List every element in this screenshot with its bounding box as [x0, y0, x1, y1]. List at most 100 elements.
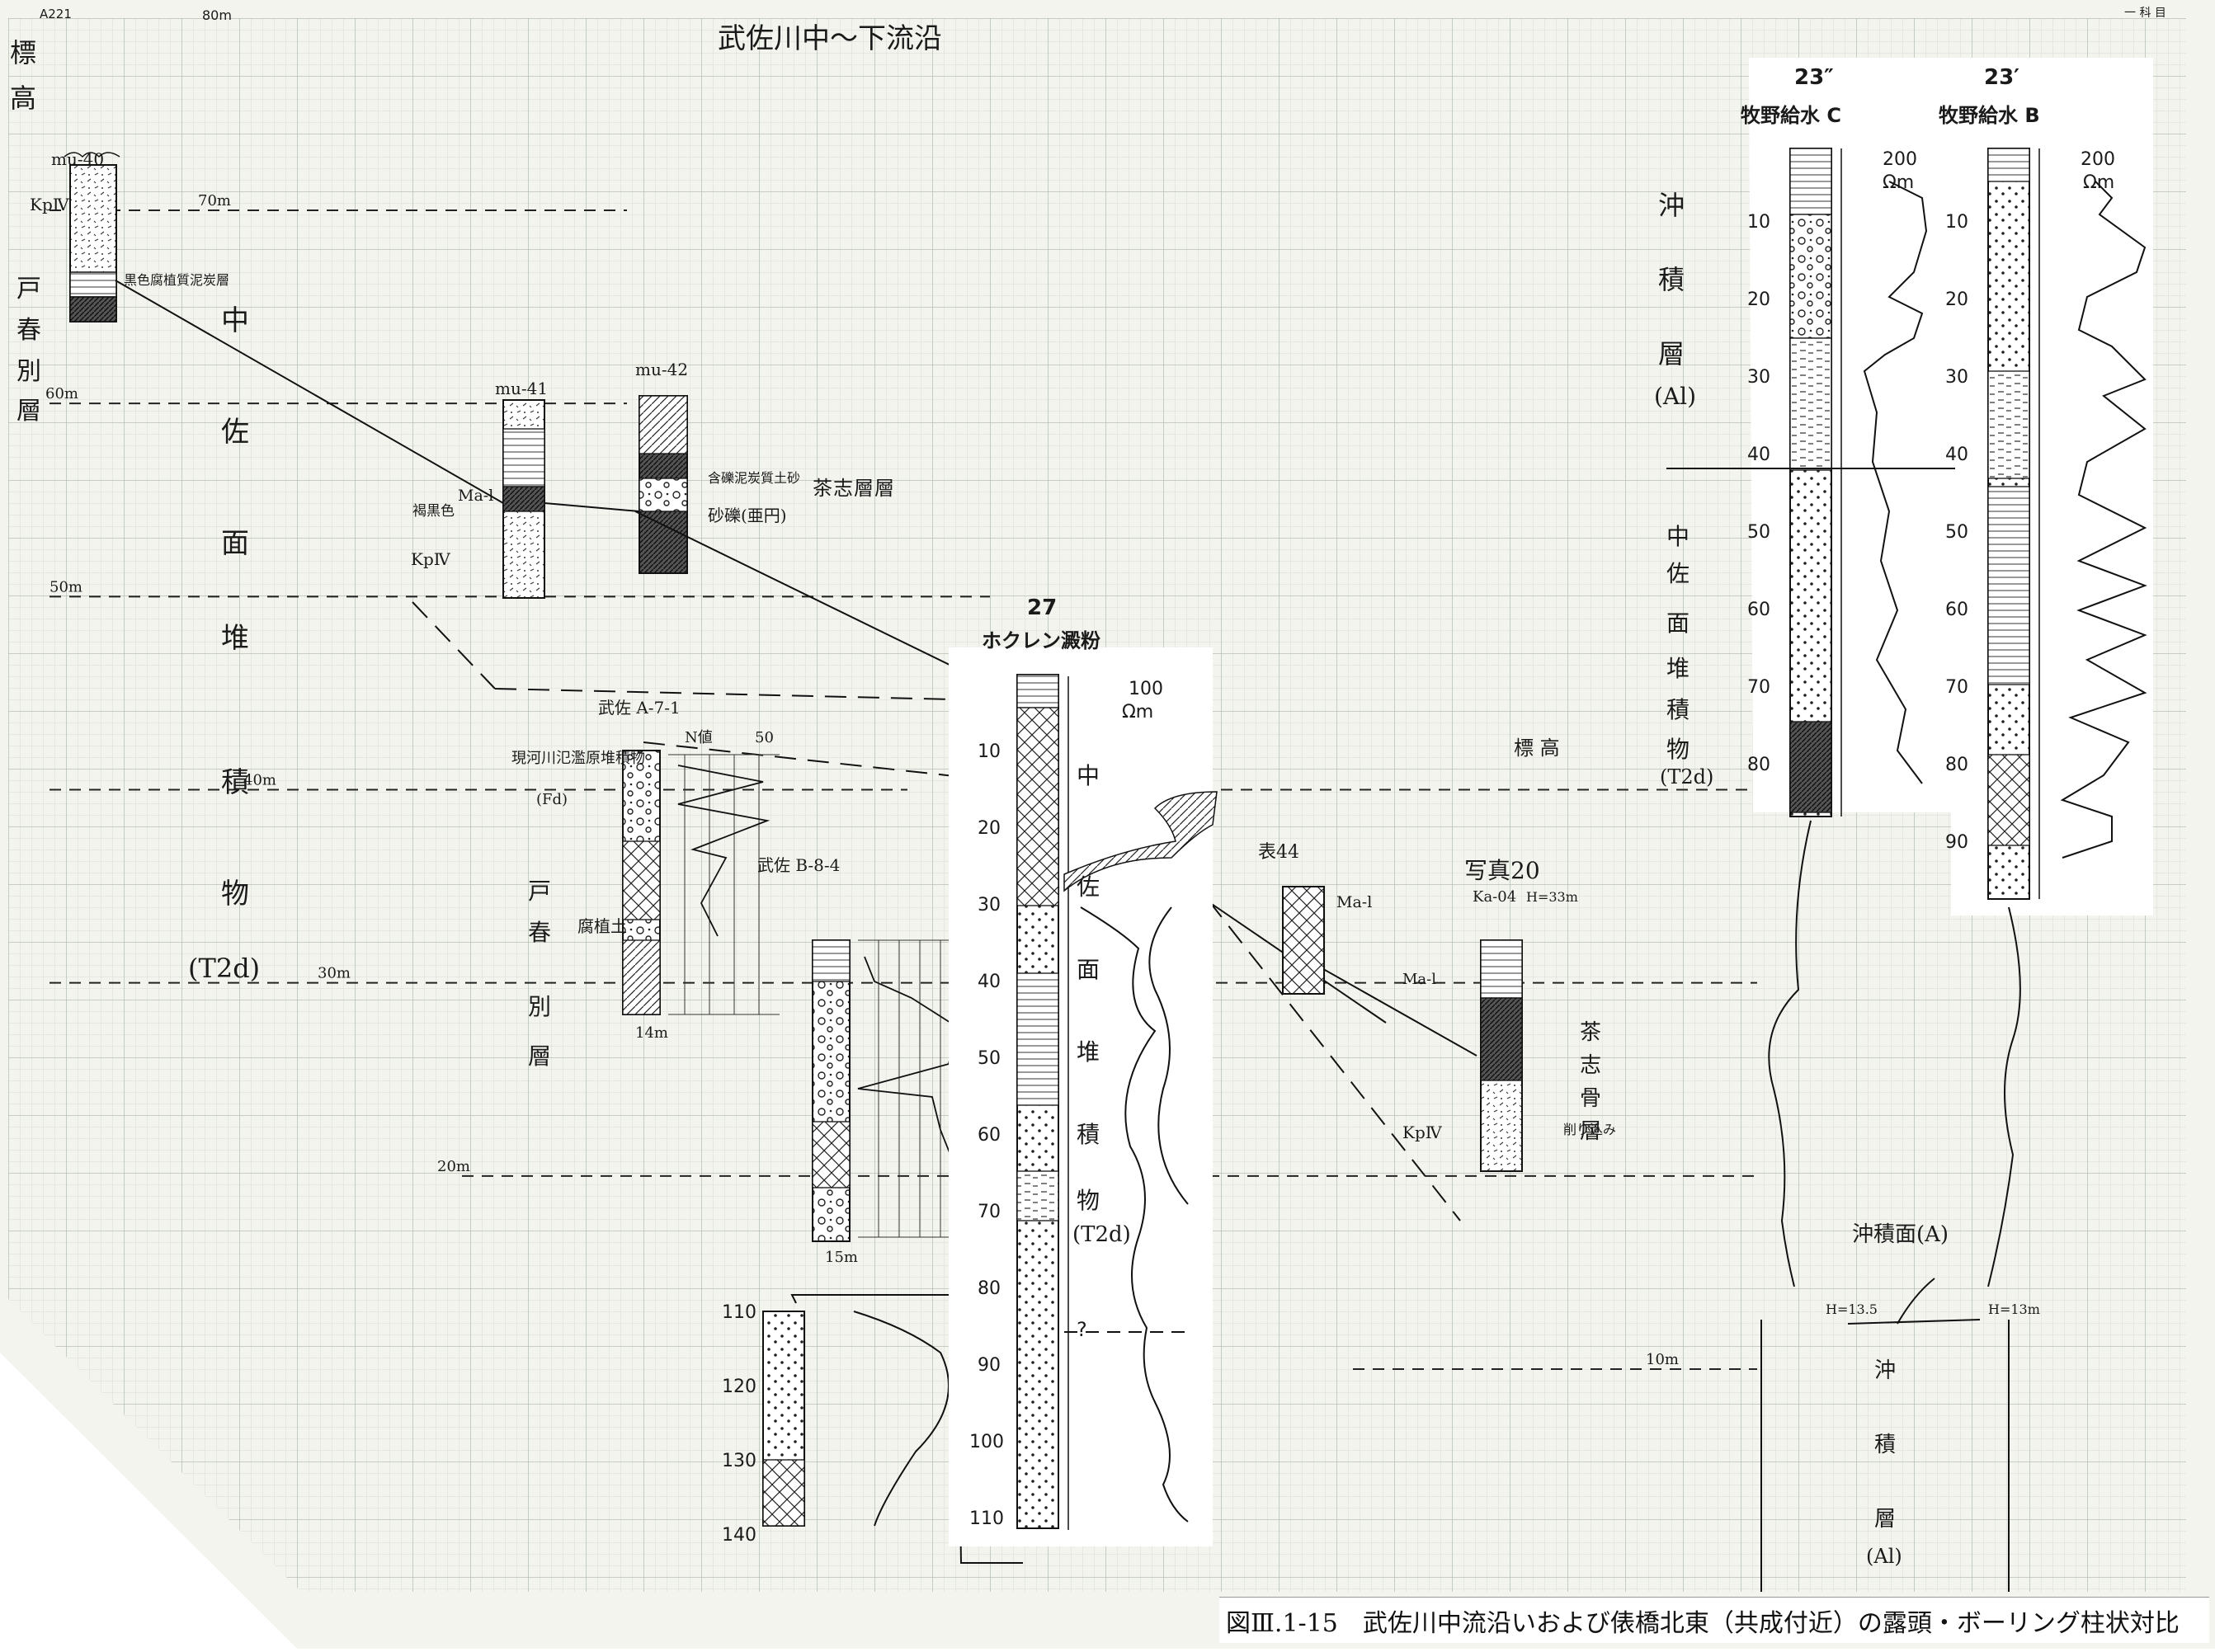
nakasa-right-char-5: 積 — [1666, 696, 1690, 723]
chuseki-char-3: 層 — [1658, 338, 1685, 369]
makino-c-number: 23″ — [1794, 65, 1834, 90]
nakasa-right-code: (T2d) — [1660, 765, 1713, 788]
inset-depth-130: 130 — [722, 1451, 756, 1471]
chuseki-upper-label: 沖 積 層 (Al) — [1654, 190, 1696, 410]
nakasa-right-char-2: 佐 — [1666, 560, 1690, 587]
alluvium-surface-pointer — [1897, 1278, 1935, 1325]
nakasa-right-label: 中 佐 面 堆 積 物 (T2d) — [1660, 523, 1713, 788]
hokuren-question: ? — [1077, 1318, 1087, 1341]
hokuren-number: 27 — [1027, 595, 1057, 620]
photo20-strata-dark — [1480, 997, 1523, 1081]
mu41-note: 褐黒色 — [412, 503, 455, 520]
makino-b-depth-60: 60 — [1945, 600, 1968, 620]
makino-c-depth-10: 10 — [1747, 212, 1770, 233]
toshunbetsu-upper: 戸 春 別 層 — [16, 275, 41, 426]
elevation-label-40: 40m — [243, 772, 276, 789]
b84-strata-top — [812, 939, 851, 982]
chuseki-char-2: 積 — [1658, 264, 1685, 295]
mu42-note2: 砂礫(亜円) — [708, 506, 787, 525]
a71-name: 武佐 A-7-1 — [598, 698, 681, 718]
hokuren-depth-10: 10 — [978, 741, 1001, 762]
elevation-label-10: 10m — [1646, 1351, 1679, 1368]
mu41-mal: Ma-l — [458, 487, 493, 505]
mu42-strata-top — [639, 395, 688, 454]
nakasa-right-char-3: 面 — [1666, 609, 1690, 637]
torn-corner — [0, 1353, 297, 1649]
a71-strata-hatch — [622, 939, 661, 1015]
photo20-name: 写真20 — [1464, 857, 1540, 884]
nakasa-mid-label: 中 佐 面 堆 積 物 (T2d) — [1072, 762, 1131, 1247]
column-inset: 110 120 130 140 — [722, 1294, 1023, 1564]
makino-c-strata-dash — [1789, 337, 1832, 471]
mu42-name: mu-42 — [635, 360, 688, 379]
makino-b-strata-dash — [1987, 370, 2030, 479]
corr-line-1 — [115, 280, 504, 504]
elevation-label-60: 60m — [45, 385, 78, 402]
nakasa-left-char-2: 佐 — [221, 416, 249, 449]
makino-c-paper — [1749, 58, 1959, 812]
photo20-id: Ka-04 — [1473, 888, 1516, 906]
mu40-strata-layered — [69, 271, 117, 298]
hokuren-depth-50: 50 — [978, 1048, 1001, 1069]
bottom-alluvium-walls — [1760, 1320, 2010, 1592]
photo20-mal: Ma-l — [1402, 971, 1436, 988]
chazu-right-char-1: 茶 — [1580, 1020, 1601, 1045]
a71-nvalue-grid — [668, 754, 780, 1015]
makino-b-depth-20: 20 — [1945, 289, 1968, 310]
makino-c-strata-dark — [1789, 721, 1832, 813]
hokuren-depth-90: 90 — [978, 1355, 1001, 1376]
hokuren-resistivity-2 — [1148, 906, 1189, 1205]
mu41-name: mu-41 — [495, 379, 548, 398]
column-a71: 武佐 A-7-1 N値 50 現河川氾濫原堆積物 (Fd) 腐植土 14m — [511, 698, 780, 1042]
makino-b-depth-70: 70 — [1945, 677, 1968, 698]
elevation-label-char-2: 高 — [10, 82, 36, 114]
inset-depth-120: 120 — [722, 1377, 756, 1397]
mu40-note: 黒色腐植質泥炭層 — [124, 272, 229, 288]
makino-b-depth-ticks: 10 20 30 40 50 60 70 80 90 — [1945, 212, 1968, 853]
hokuren-depth-70: 70 — [978, 1202, 1001, 1222]
chazu-char-3: 層 — [854, 477, 874, 500]
hokuren-depth-100: 100 — [969, 1432, 1004, 1452]
toshunbetsu-upper-char-1: 戸 — [16, 275, 41, 304]
makino-b-strata-layered — [1987, 486, 2030, 685]
column-b84: 武佐 B-8-4 50 15m — [757, 855, 965, 1266]
chuseki-bottom-char-1: 沖 — [1874, 1358, 1896, 1383]
makino-b-h: H=13m — [1988, 1301, 2040, 1317]
descender-c — [1768, 820, 1812, 1287]
makino-c-h: H=13.5 — [1826, 1301, 1878, 1317]
mu40-kp-label: KpⅣ — [30, 195, 70, 214]
nakasa-mid-char-3: 面 — [1077, 956, 1100, 983]
hokuren-depth-40: 40 — [978, 972, 1001, 992]
chazu-char-2: 志 — [833, 477, 853, 500]
hokuren-strata-cross — [1016, 707, 1059, 906]
inset-resistivity — [853, 1311, 950, 1527]
mu40-soil-top — [64, 152, 120, 158]
column-h44: 表44 Ma-l — [1258, 842, 1372, 995]
hokuren-depth-30: 30 — [978, 895, 1001, 915]
inset-depth-140: 140 — [722, 1525, 756, 1546]
makino-c-depth-60: 60 — [1747, 600, 1770, 620]
corr-dashed-1 — [412, 601, 1024, 702]
makino-b-depth-30: 30 — [1945, 367, 1968, 388]
column-makino-b: 23′ 牧野給水 B 200 Ωm 10 20 30 40 50 60 70 8… — [1939, 58, 2153, 915]
chazu-char-4: 層 — [874, 477, 894, 500]
chuseki-bottom-char-3: 層 — [1874, 1507, 1896, 1532]
makino-c-depth-40: 40 — [1747, 445, 1770, 465]
h44-strata — [1282, 886, 1325, 995]
makino-b-depth-80: 80 — [1945, 755, 1968, 775]
makino-c-name: 牧野給水 C — [1741, 104, 1841, 127]
hokuren-resistivity — [1080, 906, 1189, 1523]
a71-n50: 50 — [755, 729, 774, 746]
makino-c-res-max: 200 — [1883, 149, 1917, 170]
photo20-h: H=33m — [1526, 889, 1578, 905]
makino-c-strata-gravel — [1789, 214, 1832, 339]
a71-fd-label: 現河川氾濫原堆積物 — [511, 750, 645, 767]
hokuren-hatch-wedge — [1063, 791, 1218, 892]
hokuren-unit: Ωm — [1122, 702, 1153, 722]
photo20-strata-top — [1480, 939, 1523, 999]
alluvium-surface-line — [1847, 1319, 1981, 1325]
column-mu41: mu-41 Ma-l 褐黒色 KpⅣ — [411, 379, 548, 599]
